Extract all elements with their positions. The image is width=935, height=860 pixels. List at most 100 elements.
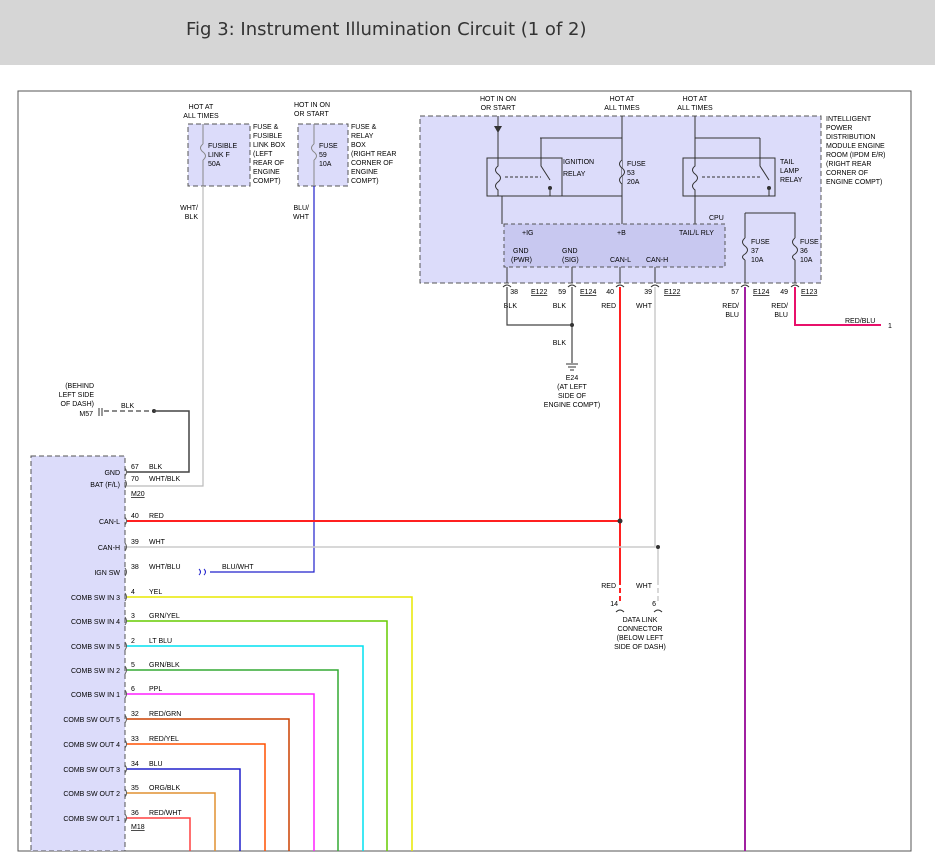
pin-number: 38: [131, 564, 139, 571]
pin-connector-mark: [124, 641, 127, 651]
diagram-frame: [17, 90, 912, 852]
wire-color-label: WHT: [636, 303, 653, 310]
wire-red-blu: [794, 287, 881, 326]
wire-color-label: WHT: [293, 214, 310, 221]
wire-grn-yel: [127, 620, 388, 851]
fuse-relay-box: HOT IN ON OR START FUSE 59 10A FUSE & RE…: [293, 102, 396, 221]
wire-color-label: RED/BLU: [845, 318, 875, 325]
cpu-pin-label: (SIG): [562, 257, 579, 264]
ipdm-desc: CORNER OF: [826, 170, 868, 177]
wire-color-label: BLU/: [293, 205, 309, 212]
cpu-pin-label: +B: [617, 230, 626, 237]
tail-relay-box: [682, 157, 776, 197]
pin-number: 36: [131, 810, 139, 817]
pin-number: 39: [131, 539, 139, 546]
hot-label-line: ALL TIMES: [677, 105, 713, 112]
fuse-text: FUSIBLE: [208, 143, 238, 150]
connector-id: E122: [664, 289, 680, 296]
pin-label: COMB SW IN 5: [71, 644, 120, 651]
wire-color-label: GRN/YEL: [149, 613, 180, 620]
wire-color-label: RED/: [722, 303, 739, 310]
wire-blu-wht: [210, 186, 315, 573]
connector-marks: [615, 609, 663, 613]
fuse-text: 10A: [319, 161, 332, 168]
wire-lt-blu: [127, 645, 364, 851]
ground-label: ENGINE COMPT): [544, 402, 600, 409]
inline-connector-icon: [198, 568, 206, 576]
pin-connector-mark: [124, 616, 127, 626]
wire-color-label: WHT: [636, 583, 653, 590]
wire-color-label: BLK: [121, 403, 135, 410]
dlc-label: SIDE OF DASH): [614, 644, 666, 651]
dlc-label: (BELOW LEFT: [617, 635, 664, 642]
pin-connector-mark: [124, 479, 127, 489]
wire-color-label: RED/: [771, 303, 788, 310]
pin-number: 3: [131, 613, 135, 620]
wire-red-yel: [127, 743, 266, 851]
fuse-text: FUSE: [319, 143, 338, 150]
location-label: LEFT SIDE: [59, 392, 95, 399]
relay-contact-icon: [767, 186, 771, 190]
pin-label: COMB SW OUT 3: [63, 767, 120, 774]
location-label: (BEHIND: [65, 383, 94, 390]
pin-number: 70: [131, 476, 139, 483]
pin-label: IGN SW: [94, 570, 120, 577]
pin-number: 67: [131, 464, 139, 471]
fuse-symbol: [311, 124, 317, 186]
fuse-symbol: [792, 237, 798, 261]
fuse37-text: 37: [751, 248, 759, 255]
box-desc: (RIGHT REAR: [351, 151, 396, 158]
hot-label-line: HOT IN ON: [294, 102, 330, 109]
wire-color-label: WHT/BLK: [149, 476, 180, 483]
relay-contact-icon: [548, 186, 552, 190]
ipdm-connectors: 38 E122 59 E124 40 39 E122 57 E124 49 E1…: [502, 284, 817, 319]
wire-color-label: WHT/BLU: [149, 564, 181, 571]
pin-number: 40: [131, 513, 139, 520]
data-link-connector: RED WHT 14 6 DATA LINK CONNECTOR (BELOW …: [601, 583, 666, 651]
ground-icon: [98, 408, 103, 416]
pin-label: COMB SW OUT 2: [63, 791, 120, 798]
fuse36-text: FUSE: [800, 239, 819, 246]
pin-number: 40: [606, 289, 614, 296]
ipdm-desc: ENGINE COMPT): [826, 179, 882, 186]
cpu-pin-label: GND: [562, 248, 578, 255]
wire-color-label: BLU: [774, 312, 788, 319]
ipdm-desc: DISTRIBUTION: [826, 134, 875, 141]
pin-number: 49: [780, 289, 788, 296]
ignition-relay-label: RELAY: [563, 171, 586, 178]
ground-label: (AT LEFT: [557, 384, 587, 391]
box-desc: LINK BOX: [253, 142, 286, 149]
relay-box-outline: [297, 123, 349, 187]
connector-id: E124: [580, 289, 596, 296]
wire-blu: [127, 768, 241, 851]
box-desc: CORNER OF: [351, 160, 393, 167]
ipdm-module: HOT IN ON OR START HOT AT ALL TIMES HOT …: [419, 96, 886, 284]
connector-id: M18: [131, 824, 145, 831]
pin-connector-mark: [124, 689, 127, 699]
pin-number: 39: [644, 289, 652, 296]
pin-number: 57: [731, 289, 739, 296]
hot-label-line: ALL TIMES: [604, 105, 640, 112]
box-desc: COMPT): [351, 178, 379, 185]
hot-label-line: ALL TIMES: [183, 113, 219, 120]
pin-label: COMB SW IN 3: [71, 595, 120, 602]
fusible-link-box: HOT AT ALL TIMES FUSIBLE LINK F 50A FUSE…: [180, 104, 286, 221]
pin-connector-mark: [124, 542, 127, 552]
ground-label: E24: [566, 375, 579, 382]
ignition-relay-label: IGNITION: [563, 159, 594, 166]
pin-number: 32: [131, 711, 139, 718]
connector-id: M20: [131, 491, 145, 498]
wire-wht-blk: [127, 186, 204, 487]
wire-color-label: BLK: [504, 303, 518, 310]
box-desc: BOX: [351, 142, 366, 149]
cpu-pin-label: (PWR): [511, 257, 532, 264]
hot-label-line: HOT AT: [189, 104, 214, 111]
pin-connector-mark: [124, 467, 127, 477]
wire-color-label: RED: [601, 303, 616, 310]
fuse37-text: FUSE: [751, 239, 770, 246]
pin-connector-mark: [124, 592, 127, 602]
wire-color-label: BLU: [725, 312, 739, 319]
pin-number: 14: [610, 601, 618, 608]
ipdm-desc: ROOM (IPDM E/R): [826, 152, 886, 159]
